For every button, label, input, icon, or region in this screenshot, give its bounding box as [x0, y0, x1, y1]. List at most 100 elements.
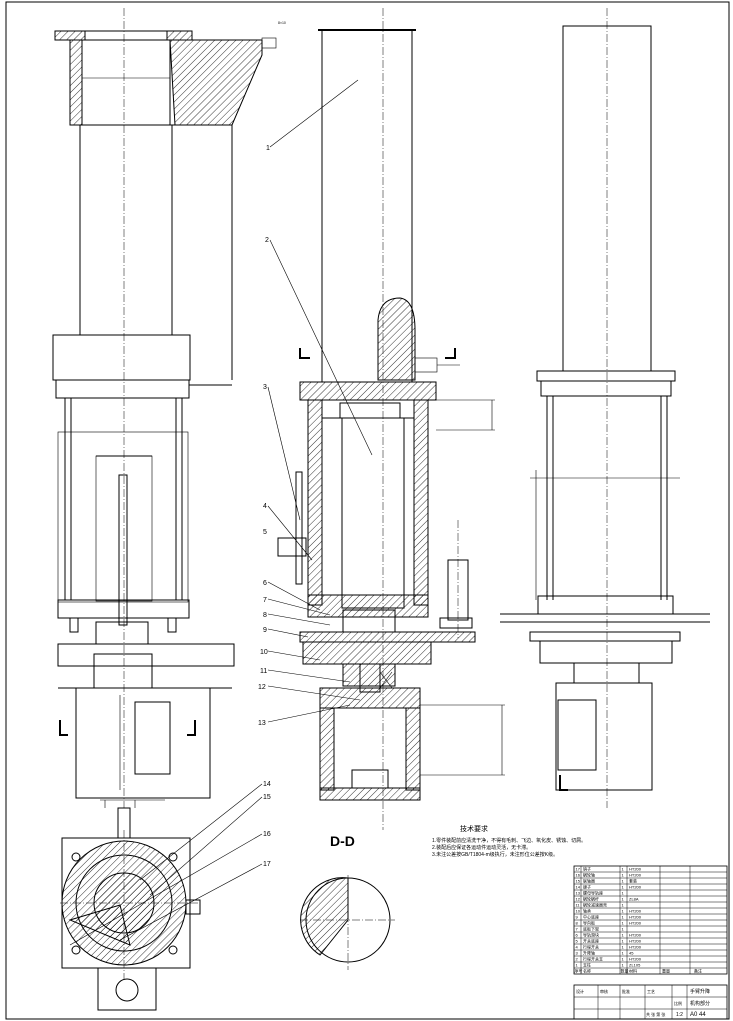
bom-cell-no: 9	[576, 915, 579, 920]
bom-cell-qty: 1	[622, 873, 625, 878]
scale-label: 比例	[674, 1000, 682, 1006]
bom-cell-material: HT200	[629, 933, 642, 938]
bom-cell-name: 蜗轮轴	[583, 872, 595, 878]
bom-cell-material: 45	[629, 951, 634, 956]
part-label: 5	[263, 529, 267, 536]
bom-cell-material: HT200	[629, 915, 642, 920]
bom-cell-material: HT200	[629, 945, 642, 950]
bom-cell-no: 14	[576, 885, 581, 890]
bom-cell-qty: 1	[622, 897, 625, 902]
bom-cell-no: 3	[576, 951, 579, 956]
bom-header-name: 名称	[583, 968, 591, 974]
bom-cell-material: HT200	[629, 909, 642, 914]
bom-cell-name: 蜗轮减速器壳	[583, 902, 607, 908]
bom-cell-no: 16	[576, 873, 581, 878]
bom-cell-no: 13	[576, 891, 581, 896]
bom-cell-qty: 1	[622, 879, 625, 884]
bom-cell-qty: 1	[622, 939, 625, 944]
part-label: 8	[263, 612, 267, 619]
title-approve: 批准	[622, 988, 630, 994]
part-label: 12	[258, 684, 266, 691]
drawing-name-2: 机构部分	[690, 1000, 710, 1007]
bom-header-weight: 重量	[662, 968, 670, 974]
bom-cell-material: HT200	[629, 885, 642, 890]
bom-cell-name: 联轴器	[583, 878, 595, 884]
tech-req-line: 3.未注公差按GB/T1804-m级执行，未注形位公差按K级。	[432, 851, 558, 858]
bom-header-no: 序号	[575, 968, 583, 974]
bom-cell-qty: 1	[622, 933, 625, 938]
title-design: 设计	[576, 988, 584, 994]
center-view	[277, 8, 505, 830]
part-label: 10	[260, 649, 268, 656]
left-view	[52, 8, 277, 808]
bom-cell-name: 蜗轮蜗杆	[583, 896, 599, 902]
bom-cell-name: 螺母导轨座	[583, 890, 603, 896]
tech-req-title: 技术要求	[460, 824, 488, 833]
bom-cell-name: 轴承	[583, 908, 591, 914]
d-d-section-view	[300, 875, 395, 970]
bom-cell-no: 11	[576, 903, 581, 908]
bom-cell-qty: 1	[622, 927, 625, 932]
section-title: D-D	[330, 833, 355, 849]
part-label: 3	[263, 384, 267, 391]
bom-cell-name: 键子	[583, 884, 591, 890]
section-marker-left	[59, 720, 68, 736]
bom-cell-no: 6	[576, 933, 579, 938]
bom-cell-name: 行程开关	[583, 944, 599, 950]
bom-cell-name: 行程开关支	[583, 956, 603, 962]
bom-cell-qty: 1	[622, 885, 625, 890]
part-label: 6	[263, 580, 267, 587]
bom-cell-qty: 1	[622, 945, 625, 950]
bom-cell-material: ZL8A	[629, 897, 639, 902]
part-label: 13	[258, 720, 266, 727]
part-label: 11	[260, 668, 267, 675]
part-label: 16	[263, 831, 271, 838]
bom-cell-material: HT200	[629, 921, 642, 926]
part-label: 9	[263, 627, 267, 634]
part-label: 4	[263, 503, 267, 510]
bom-cell-material: HT200	[629, 939, 642, 944]
title-process: 工艺	[647, 989, 655, 994]
part-label: 17	[263, 861, 271, 868]
bom-cell-material: HT200	[629, 867, 642, 872]
bom-cell-no: 7	[576, 927, 579, 932]
bom-cell-material: ZL105	[629, 963, 641, 968]
bom-header-qty: 数量	[621, 968, 629, 974]
bom-cell-qty: 1	[622, 951, 625, 956]
bom-cell-name: 底板下架	[583, 926, 599, 932]
bom-cell-no: 10	[576, 909, 581, 914]
bom-cell-no: 8	[576, 921, 579, 926]
section-marker-right	[559, 775, 568, 791]
bom-cell-material: HT200	[629, 957, 642, 962]
scale-value: 1:2	[676, 1012, 683, 1018]
bom-cell-no: 2	[576, 957, 579, 962]
bom-cell-no: 17	[576, 867, 581, 872]
right-view	[500, 8, 710, 808]
tech-req-line: 2.装配后应保证各运动件运动灵活，无卡滞。	[432, 844, 531, 851]
bom-cell-name: 导向板	[583, 920, 595, 926]
bom-cell-material: HT200	[629, 873, 642, 878]
bom-header-material: 材料	[629, 968, 637, 974]
part-label: 7	[263, 597, 267, 604]
bom-cell-qty: 1	[622, 891, 625, 896]
bom-cell-name: 销子	[583, 866, 591, 872]
bom-cell-name: 升降轴	[583, 950, 595, 956]
part-label: 2	[265, 237, 269, 244]
bom-cell-qty: 1	[622, 921, 625, 926]
tech-req-line: 1.零件装配前应清洗干净，不得有毛刺、飞边、氧化皮、锈蚀、切屑。	[432, 837, 586, 844]
gear-section-view	[60, 800, 201, 1011]
leader-lines	[69, 79, 373, 946]
bom-cell-name: 支柱	[583, 962, 591, 968]
bom-cell-name: 导轨滑块	[583, 932, 599, 938]
bom-cell-no: 12	[576, 897, 581, 902]
bom-cell-qty: 1	[622, 867, 625, 872]
bom-cell-name: 中心底座	[583, 914, 599, 920]
drawing-frame	[5, 1, 730, 1020]
bom-cell-name: 开关底座	[583, 938, 599, 944]
top-dimension: 8×10	[278, 21, 286, 25]
bom-cell-qty: 1	[622, 963, 625, 968]
drawing-number: A0 44	[690, 1012, 706, 1018]
part-label: 14	[263, 781, 271, 788]
